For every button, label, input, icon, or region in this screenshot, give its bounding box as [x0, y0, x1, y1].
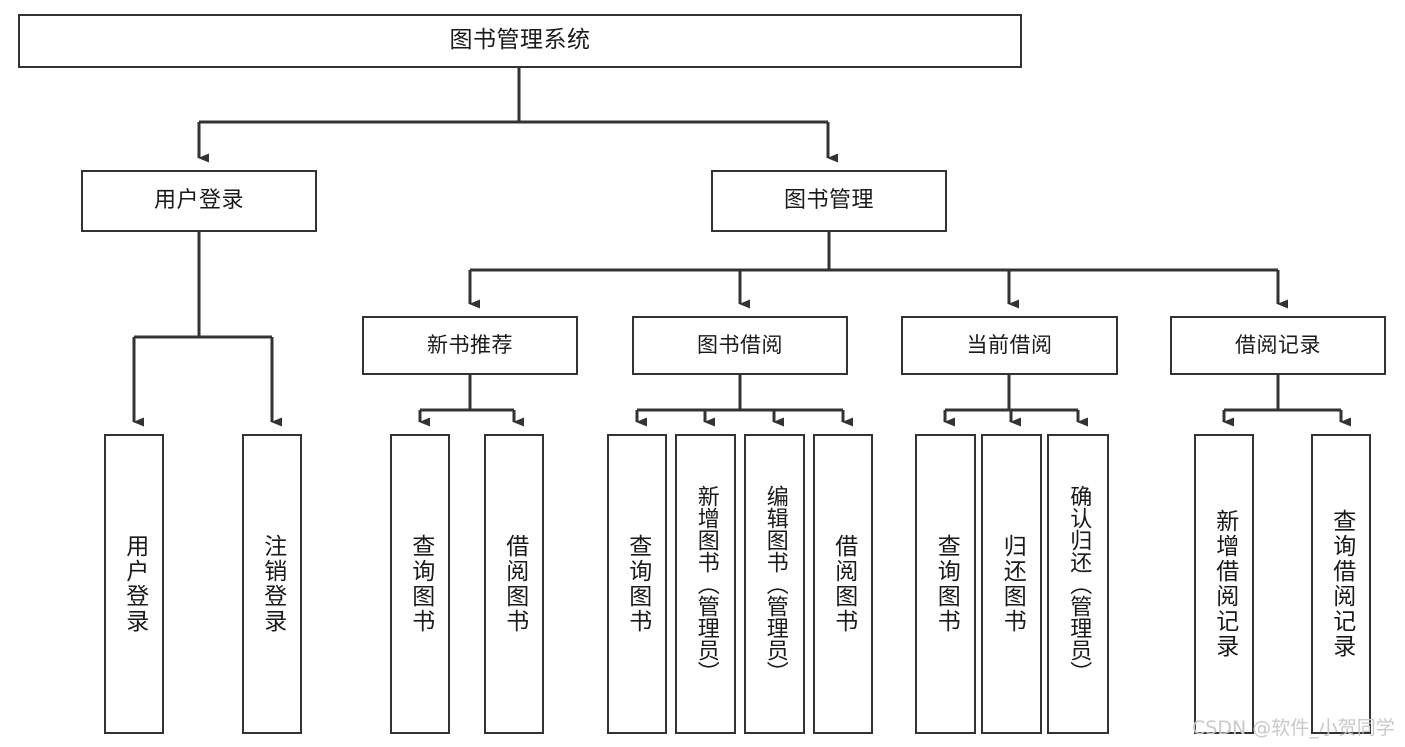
node-book-borrow[interactable]: 图书借阅	[632, 316, 848, 375]
node-leaf-query-book-rec[interactable]: 查询图书	[390, 434, 450, 734]
node-leaf-user-logout[interactable]: 注销登录	[242, 434, 302, 734]
node-leaf-return-book-label: 归还图书	[999, 534, 1026, 634]
node-user-login-label: 用户登录	[153, 188, 244, 214]
node-leaf-user-login[interactable]: 用户登录	[104, 434, 164, 734]
node-current-borrow-label: 当前借阅	[966, 333, 1053, 358]
node-leaf-query-record-label: 查询借阅记录	[1328, 509, 1355, 659]
node-root[interactable]: 图书管理系统	[18, 14, 1022, 68]
node-leaf-query-book-label: 查询图书	[624, 534, 651, 634]
node-borrow-record-label: 借阅记录	[1235, 333, 1321, 358]
node-leaf-confirm-return-label: 确认归还（管理员）	[1066, 485, 1092, 683]
node-leaf-query-book-rec-label: 查询图书	[407, 534, 434, 634]
node-leaf-add-record[interactable]: 新增借阅记录	[1194, 434, 1254, 734]
node-leaf-edit-book-label: 编辑图书（管理员）	[762, 485, 788, 683]
node-leaf-return-book[interactable]: 归还图书	[981, 434, 1042, 734]
node-leaf-borrow-book-rec-label: 借阅图书	[501, 534, 528, 634]
node-book-manage-label: 图书管理	[783, 188, 874, 214]
node-current-borrow[interactable]: 当前借阅	[901, 316, 1118, 375]
node-leaf-user-login-label: 用户登录	[121, 534, 148, 634]
node-leaf-query-book[interactable]: 查询图书	[607, 434, 667, 734]
node-new-book-rec-label: 新书推荐	[427, 333, 513, 358]
node-leaf-borrow-book-rec[interactable]: 借阅图书	[484, 434, 544, 734]
node-book-borrow-label: 图书借阅	[697, 333, 783, 358]
node-user-login[interactable]: 用户登录	[81, 170, 317, 232]
node-leaf-user-logout-label: 注销登录	[259, 534, 286, 634]
node-leaf-confirm-return[interactable]: 确认归还（管理员）	[1047, 434, 1109, 734]
node-root-label: 图书管理系统	[449, 27, 591, 54]
node-leaf-add-book-label: 新增图书（管理员）	[693, 485, 719, 683]
node-leaf-query-book-cur-label: 查询图书	[933, 534, 960, 634]
node-leaf-query-record[interactable]: 查询借阅记录	[1311, 434, 1371, 734]
node-leaf-add-record-label: 新增借阅记录	[1211, 509, 1238, 659]
node-leaf-query-book-cur[interactable]: 查询图书	[915, 434, 976, 734]
node-leaf-edit-book[interactable]: 编辑图书（管理员）	[744, 434, 805, 734]
node-leaf-borrow-book[interactable]: 借阅图书	[813, 434, 873, 734]
node-borrow-record[interactable]: 借阅记录	[1170, 316, 1386, 375]
node-leaf-add-book[interactable]: 新增图书（管理员）	[675, 434, 736, 734]
node-leaf-borrow-book-label: 借阅图书	[830, 534, 857, 634]
node-new-book-rec[interactable]: 新书推荐	[362, 316, 578, 375]
node-book-manage[interactable]: 图书管理	[711, 170, 947, 232]
